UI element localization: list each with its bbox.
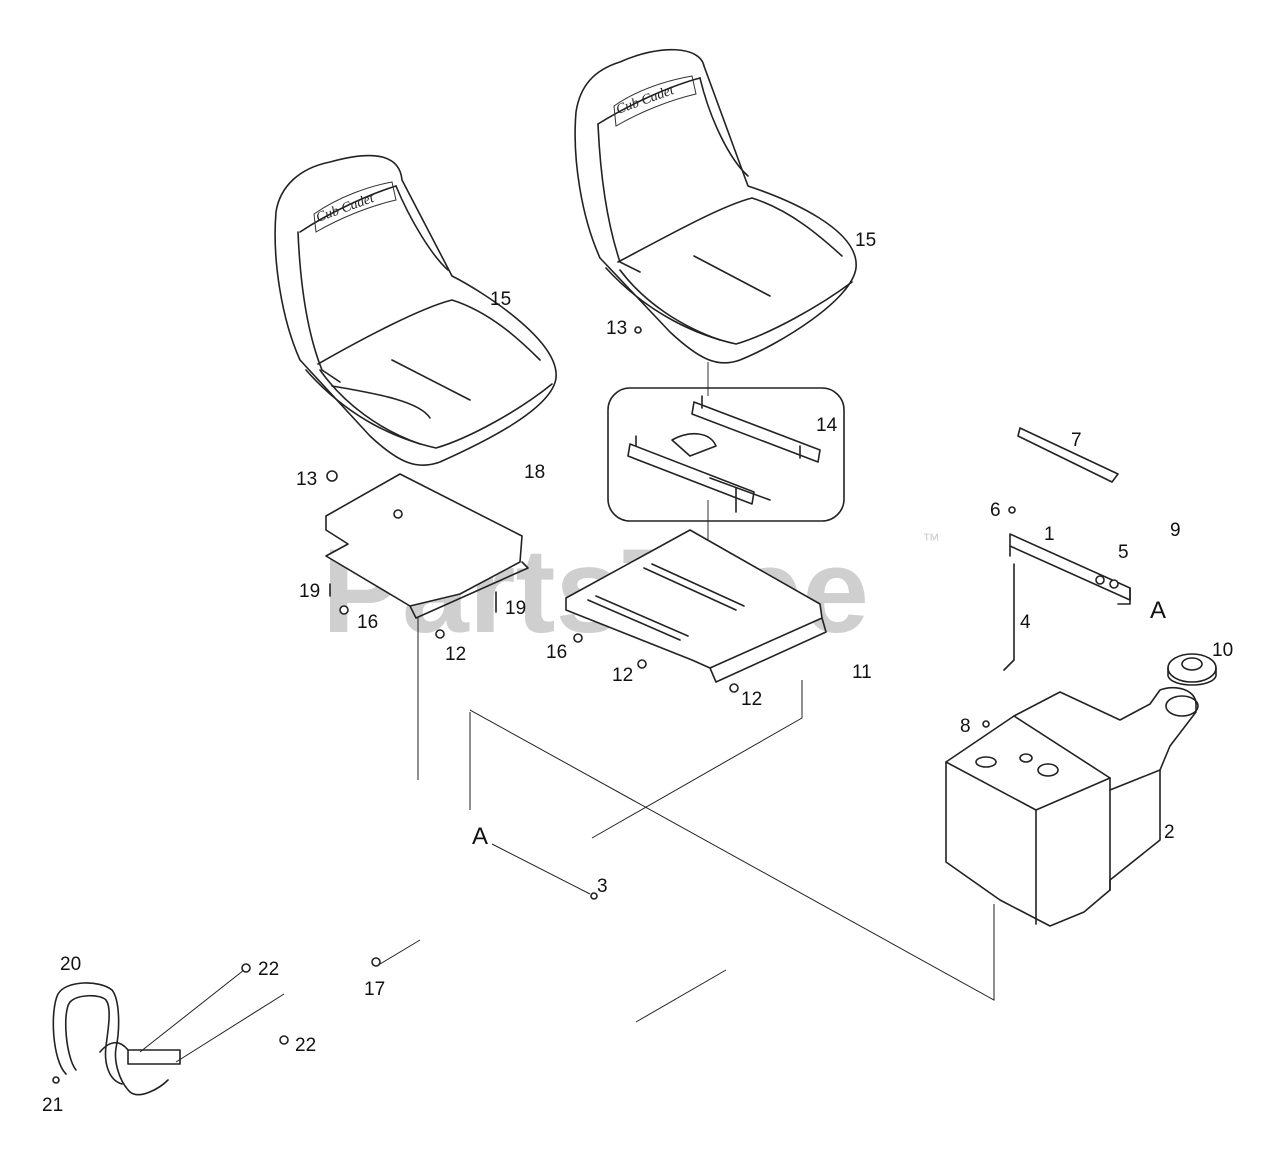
connector-lines (139, 618, 995, 1063)
callout-12-b: 12 (612, 665, 633, 686)
callout-labels: 15 15 13 14 13 18 19 19 16 16 12 12 12 1… (42, 230, 1233, 1116)
fuel-tank (945, 686, 1199, 927)
callout-1: 1 (1044, 524, 1055, 545)
callout-15-right: 15 (855, 230, 876, 251)
fuel-cap (1167, 653, 1217, 686)
callout-22-top: 22 (258, 959, 279, 980)
callout-12-a: 12 (445, 644, 466, 665)
callout-16-left: 16 (357, 612, 378, 633)
left-seat: Cub Cadet (274, 154, 557, 467)
callout-8: 8 (960, 716, 971, 737)
callout-4: 4 (1020, 612, 1031, 633)
callout-11: 11 (852, 662, 872, 683)
callout-13-right: 13 (606, 318, 627, 339)
seat-rails (627, 395, 821, 513)
callout-3: 3 (597, 876, 608, 897)
callout-7: 7 (1071, 430, 1082, 451)
callout-A-left: A (472, 823, 488, 850)
callout-22-bottom: 22 (295, 1035, 316, 1056)
callout-5: 5 (1118, 542, 1129, 563)
right-seat: Cub Cadet (574, 48, 857, 364)
tank-strap (1017, 427, 1119, 483)
callout-A-right: A (1150, 597, 1166, 624)
callout-15-left: 15 (490, 289, 511, 310)
callout-2: 2 (1164, 822, 1175, 843)
left-seat-pan (325, 473, 529, 619)
callout-19-right: 19 (505, 598, 526, 619)
trademark-symbol: ™ (922, 530, 940, 550)
right-seat-pan (565, 529, 827, 683)
callout-6: 6 (990, 500, 1001, 521)
callout-10: 10 (1212, 640, 1233, 661)
callout-19-left: 19 (299, 581, 320, 602)
callout-16-right: 16 (546, 642, 567, 663)
bottom-handle (52, 982, 181, 1096)
callout-20: 20 (60, 954, 81, 975)
callout-13-left: 13 (296, 469, 317, 490)
hardware (52, 326, 1119, 1084)
callout-12-c: 12 (741, 689, 762, 710)
callout-17: 17 (364, 979, 385, 1000)
callout-18: 18 (524, 462, 545, 483)
callout-9: 9 (1170, 520, 1181, 541)
callout-14: 14 (816, 415, 838, 436)
tank-bracket (1003, 533, 1131, 671)
callout-21: 21 (42, 1095, 63, 1116)
seat-rail-callout-box (607, 387, 845, 522)
